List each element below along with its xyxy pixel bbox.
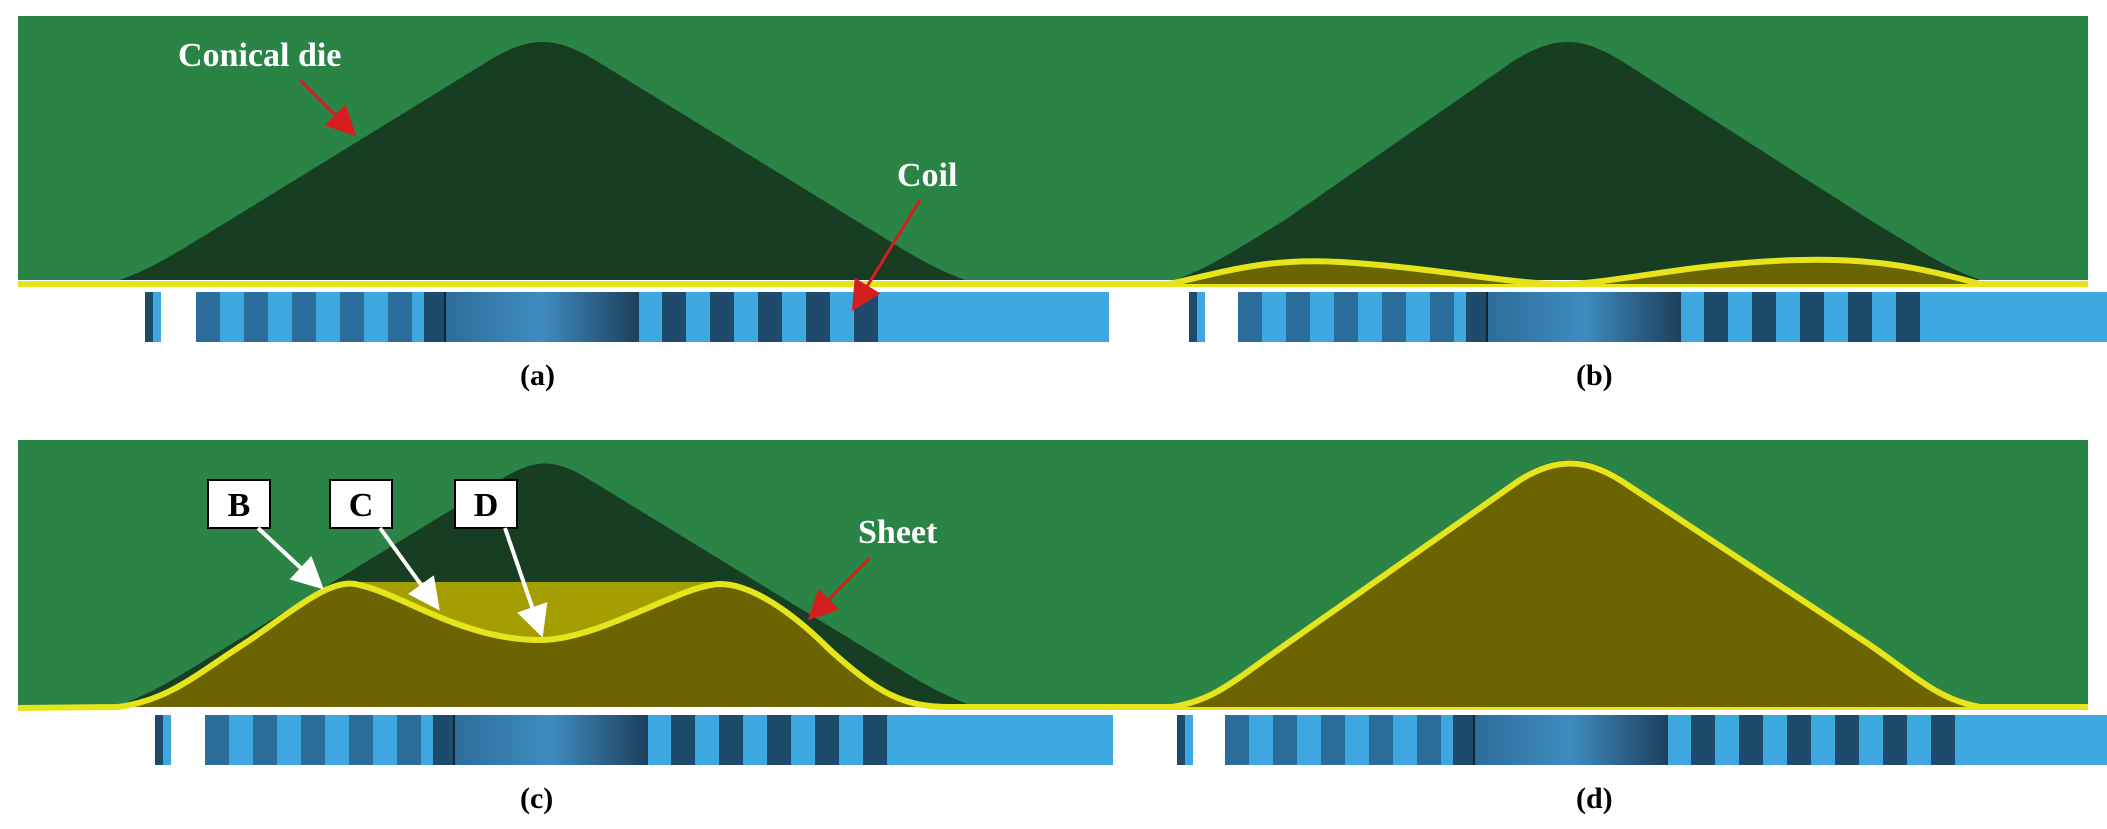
sheet-bulge [118, 583, 950, 707]
panel-caption-c: (c) [520, 782, 553, 815]
label-b-arrow [256, 526, 324, 590]
sheet-arrow [807, 556, 872, 621]
panel-d: (d) [1150, 460, 2107, 815]
die-label: Conical die [178, 37, 341, 74]
label-box-d [454, 479, 518, 529]
label-box-c [329, 479, 393, 529]
sheet [1150, 460, 2088, 710]
coil [145, 292, 1109, 342]
coil [155, 715, 1113, 765]
panel-b: (b) [1150, 42, 2107, 392]
sheet-bulge [1172, 463, 1980, 707]
coil-arrow [851, 199, 922, 312]
sheet [1150, 256, 2088, 288]
label-d: D [474, 487, 499, 524]
sheet [17, 580, 2088, 711]
panel-caption-d: (d) [1576, 782, 1613, 815]
panel-caption-b: (b) [1576, 359, 1613, 392]
conical-die [1175, 42, 1980, 280]
conical-die [120, 42, 965, 280]
panel-caption-a: (a) [520, 359, 555, 392]
coil [1189, 292, 2107, 342]
label-c: C [349, 487, 374, 524]
panel-c: B C D Sheet (c) [17, 440, 2088, 815]
coil-label: Coil [897, 157, 957, 194]
label-c-arrow [378, 526, 440, 611]
label-d-arrow [503, 527, 548, 638]
die-arrow [298, 78, 357, 137]
sheet-label: Sheet [858, 514, 938, 551]
label-b: B [228, 487, 251, 524]
label-box-b [207, 479, 271, 529]
coil [1177, 715, 2107, 765]
